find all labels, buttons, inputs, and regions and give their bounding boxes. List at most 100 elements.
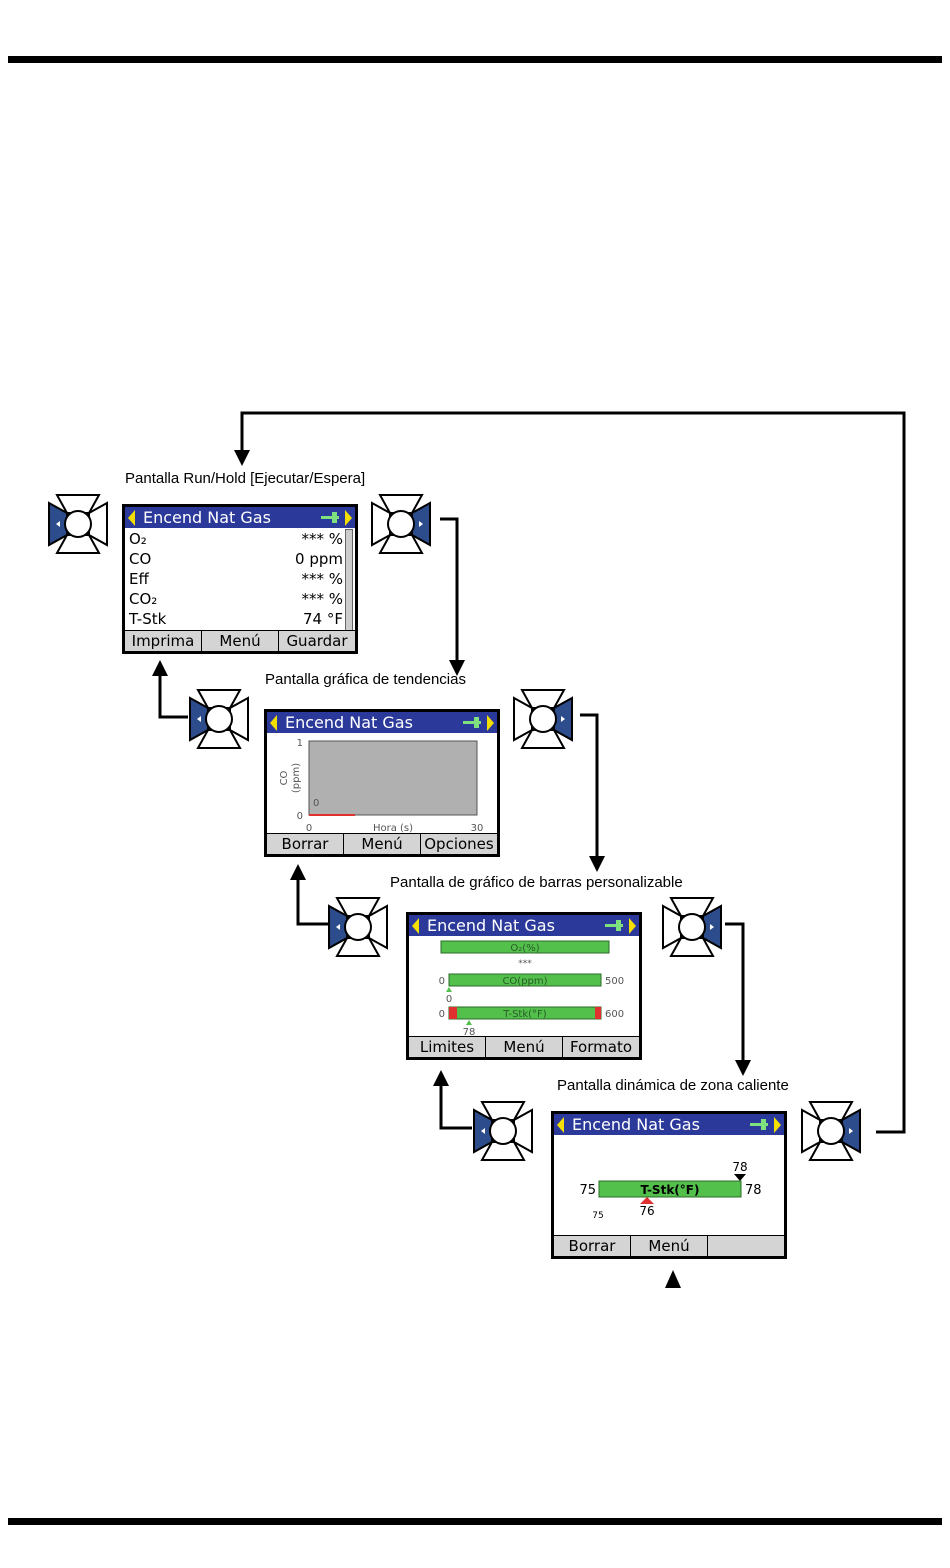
y-top-tick: 1 bbox=[297, 738, 303, 749]
screen-title: Encend Nat Gas bbox=[572, 1115, 700, 1134]
caption-bar: Pantalla de gráfico de barras personaliz… bbox=[390, 874, 683, 891]
hot-zone-area: 78 T-Stk(°F) 75 78 76 75 bbox=[579, 1160, 762, 1221]
co-bar bbox=[448, 973, 602, 987]
print-softkey[interactable]: Imprima bbox=[125, 631, 202, 651]
right-nav-key-icon[interactable] bbox=[800, 1100, 862, 1162]
scrollbar[interactable] bbox=[345, 529, 353, 631]
menu-softkey[interactable]: Menú bbox=[631, 1236, 708, 1256]
softkey-bar: Borrar Menú bbox=[554, 1235, 784, 1256]
options-softkey[interactable]: Opciones bbox=[424, 835, 494, 853]
y-axis-label-line2: (ppm) bbox=[291, 763, 302, 793]
reading-row: Eff *** % bbox=[129, 569, 343, 589]
reading-label: O₂ bbox=[129, 530, 147, 548]
bar-to-trend-arrow bbox=[296, 880, 328, 926]
right-nav-key-icon[interactable] bbox=[370, 493, 432, 555]
bar-graph-area: O₂(%) *** CO(ppm) 0 500 0 T-Stk(°F) 0 60… bbox=[439, 940, 624, 1038]
run-to-trend-arrow bbox=[440, 517, 459, 660]
o2-bar-value: *** bbox=[518, 959, 532, 969]
caption-hot-zone: Pantalla dinámica de zona caliente bbox=[557, 1077, 789, 1094]
prev-screen-arrow-icon bbox=[270, 715, 277, 731]
reading-row: O₂ *** % bbox=[129, 529, 343, 549]
menu-softkey[interactable]: Menú bbox=[486, 1037, 563, 1057]
softkey-bar: Imprima Menú Guardar bbox=[125, 630, 355, 651]
format-softkey[interactable]: Formato bbox=[569, 1038, 633, 1056]
limits-softkey[interactable]: Limites bbox=[409, 1037, 486, 1057]
reading-label: Eff bbox=[129, 570, 149, 588]
y-bottom-tick: 0 bbox=[297, 811, 303, 822]
left-nav-key-icon[interactable] bbox=[47, 493, 109, 555]
reading-label: T-Stk bbox=[129, 610, 167, 628]
loop-back-arrow bbox=[240, 411, 906, 1134]
prev-screen-arrow-icon bbox=[128, 510, 135, 526]
plug-icon bbox=[750, 1119, 768, 1130]
hot-zone-screen: Encend Nat Gas 78 T-Stk(°F) 75 78 76 75 … bbox=[551, 1111, 787, 1259]
caption-trend: Pantalla gráfica de tendencias bbox=[265, 671, 466, 688]
bottom-rule bbox=[8, 1518, 942, 1525]
co-bar-value: 0 bbox=[446, 994, 452, 1005]
hot-top-marker bbox=[734, 1174, 746, 1181]
left-nav-key-icon[interactable] bbox=[472, 1100, 534, 1162]
tstk-bar-label: T-Stk(°F) bbox=[502, 1009, 547, 1020]
trend-screen: Encend Nat Gas 1 0 0 0 30 Hora (s) CO (p… bbox=[264, 709, 500, 857]
next-screen-arrow-icon bbox=[629, 918, 636, 934]
hot-bottom-marker-value: 76 bbox=[639, 1204, 654, 1218]
screen-header: Encend Nat Gas bbox=[267, 712, 497, 733]
left-nav-key-icon[interactable] bbox=[327, 896, 389, 958]
screen-header: Encend Nat Gas bbox=[409, 915, 639, 936]
hot-bottom-marker bbox=[640, 1197, 654, 1204]
hot-small-marker-value: 75 bbox=[592, 1211, 603, 1221]
hot-right-value: 78 bbox=[745, 1183, 762, 1198]
y-axis-label-line1: CO bbox=[279, 770, 290, 785]
menu-softkey[interactable]: Menú bbox=[344, 834, 421, 854]
clear-softkey[interactable]: Borrar bbox=[267, 834, 344, 854]
reading-row: T-Stk 74 °F bbox=[129, 609, 343, 629]
bar-graph-screen: Encend Nat Gas O₂(%) *** CO(ppm) 0 500 0… bbox=[406, 912, 642, 1060]
next-screen-arrow-icon bbox=[487, 715, 494, 731]
screen-header: Encend Nat Gas bbox=[554, 1114, 784, 1135]
screen-title: Encend Nat Gas bbox=[285, 713, 413, 732]
reading-row: CO 0 ppm bbox=[129, 549, 343, 569]
tstk-bar-max: 600 bbox=[605, 1009, 624, 1020]
o2-bar-label: O₂(%) bbox=[510, 943, 539, 954]
o2-bar bbox=[440, 940, 610, 954]
blank-softkey[interactable] bbox=[708, 1236, 784, 1256]
caption-run-hold: Pantalla Run/Hold [Ejecutar/Espera] bbox=[125, 470, 366, 487]
tstk-high-alarm-zone bbox=[595, 1007, 601, 1019]
left-nav-key-icon[interactable] bbox=[188, 688, 250, 750]
reading-value: *** % bbox=[301, 530, 343, 548]
tstk-low-alarm-zone bbox=[449, 1007, 457, 1019]
co-bar-max: 500 bbox=[605, 976, 624, 987]
clear-softkey[interactable]: Borrar bbox=[554, 1236, 631, 1256]
trend-plot: 1 0 0 0 30 Hora (s) CO (ppm) bbox=[279, 738, 484, 834]
trace-value-label: 0 bbox=[313, 798, 319, 809]
trend-to-bar-arrow bbox=[580, 713, 599, 856]
reading-label: CO bbox=[129, 550, 152, 568]
screen-title: Encend Nat Gas bbox=[427, 916, 555, 935]
softkey-bar: Borrar Menú Opciones bbox=[267, 833, 497, 854]
run-hold-screen: Encend Nat Gas O₂ *** % CO 0 ppm Eff ***… bbox=[122, 504, 358, 654]
hot-bar-label: T-Stk(°F) bbox=[641, 1183, 700, 1197]
x-right-tick: 30 bbox=[471, 823, 484, 834]
bar-to-hot-arrow bbox=[725, 922, 745, 1060]
tstk-bar-value: 78 bbox=[463, 1027, 476, 1038]
reading-value: *** % bbox=[301, 590, 343, 608]
softkey-bar: Limites Menú Formato bbox=[409, 1036, 639, 1057]
tstk-bar-min: 0 bbox=[439, 1009, 445, 1020]
menu-softkey[interactable]: Menú bbox=[202, 631, 279, 651]
save-softkey[interactable]: Guardar bbox=[286, 632, 348, 650]
bottom-up-arrowhead bbox=[665, 1270, 681, 1288]
right-nav-key-icon[interactable] bbox=[661, 896, 723, 958]
co-bar-label: CO(ppm) bbox=[502, 976, 547, 987]
right-nav-key-icon[interactable] bbox=[512, 688, 574, 750]
reading-label: CO₂ bbox=[129, 590, 158, 608]
co-value-marker bbox=[446, 987, 452, 992]
hot-top-marker-value: 78 bbox=[732, 1160, 747, 1174]
reading-row: CO₂ *** % bbox=[129, 589, 343, 609]
next-screen-arrow-icon bbox=[345, 510, 352, 526]
hot-left-value: 75 bbox=[579, 1183, 596, 1198]
reading-value: 0 ppm bbox=[295, 550, 343, 568]
prev-screen-arrow-icon bbox=[412, 918, 419, 934]
hot-to-bar-arrow bbox=[439, 1086, 472, 1130]
plug-icon bbox=[321, 512, 339, 523]
